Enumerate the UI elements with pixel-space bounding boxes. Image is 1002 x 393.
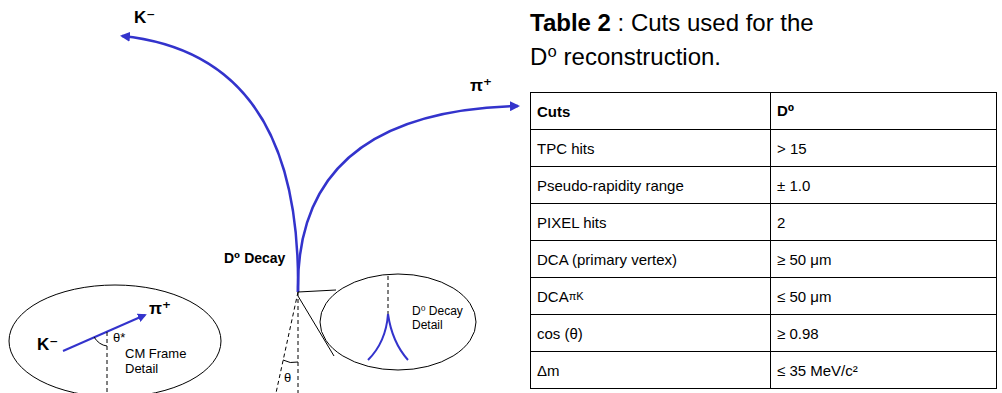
table-cell: > 15 — [770, 129, 997, 167]
table-value: ≥ 0.98 — [777, 325, 819, 342]
detail-caption: CM Frame Detail — [125, 347, 191, 377]
column-header: D⁰ — [777, 102, 794, 120]
ellipse-outline — [318, 272, 478, 372]
particle-label: π⁺ — [149, 299, 171, 319]
angle-arc — [283, 360, 298, 363]
table-cell: DCAπK — [530, 277, 771, 315]
table-value: DCA (primary vertex) — [537, 251, 677, 268]
table-header-cell: Cuts — [530, 92, 771, 130]
column-header: Cuts — [537, 103, 570, 120]
detail-ellipse: K⁻ π⁺ θ*CM Frame Detail — [7, 285, 223, 393]
table-caption: Table 2 : Cuts used for the D⁰ reconstru… — [530, 6, 830, 74]
table-cell: Δm — [530, 351, 771, 389]
zoom-line — [298, 296, 334, 356]
table-value: 2 — [777, 214, 785, 231]
table-value: Pseudo-rapidity range — [537, 177, 684, 194]
particle-label: K⁻ — [37, 335, 58, 355]
table-value: Δm — [537, 362, 560, 379]
table-value: TPC hits — [537, 140, 595, 157]
subscript: πK — [569, 290, 584, 302]
angle-label: θ — [284, 371, 291, 386]
table-value: cos (θ) — [537, 325, 583, 342]
table-number: Table 2 — [530, 9, 611, 36]
table-cell: ≥ 0.98 — [770, 314, 997, 352]
flight-line — [276, 292, 298, 393]
angle-arc — [94, 337, 107, 346]
ellipse-outline — [320, 274, 476, 370]
vertex-label: D⁰ Decay — [224, 250, 285, 266]
table-cell: TPC hits — [530, 129, 771, 167]
table-cell: ≤ 50 μm — [770, 277, 997, 315]
detail-ellipse: D⁰ Decay Detail — [318, 272, 478, 372]
track-stub — [368, 314, 388, 360]
reference-line — [107, 332, 108, 393]
decay-axis — [63, 315, 145, 351]
table-value: ≤ 35 MeV/c² — [777, 362, 858, 379]
table-value: ≤ 50 μm — [777, 288, 831, 305]
ellipse-outline — [9, 285, 221, 393]
table-cell: PIXEL hits — [530, 203, 771, 241]
table-cell: cos (θ) — [530, 314, 771, 352]
zoom-line — [298, 290, 336, 292]
table-cell: Pseudo-rapidity range — [530, 166, 771, 204]
beam-line — [298, 292, 299, 393]
detail-caption: D⁰ Decay Detail — [412, 305, 468, 333]
flight-line — [388, 276, 389, 314]
table-cell: 2 — [770, 203, 997, 241]
particle-label: π⁺ — [470, 76, 492, 96]
table-value: PIXEL hits — [537, 214, 606, 231]
table-value: > 15 — [777, 140, 807, 157]
table-value: DCA — [537, 288, 569, 305]
angle-label: θ* — [113, 331, 125, 346]
track-stub — [388, 314, 408, 360]
table-cell: ≤ 35 MeV/c² — [770, 351, 997, 389]
table-value: ± 1.0 — [777, 177, 810, 194]
pion-track — [298, 106, 518, 292]
table-header-cell: D⁰ — [770, 92, 997, 130]
kaon-track — [122, 36, 298, 292]
table-cell: ≥ 50 μm — [770, 240, 997, 278]
table-value: ≥ 50 μm — [777, 251, 831, 268]
particle-label: K⁻ — [134, 8, 155, 28]
table-cell: ± 1.0 — [770, 166, 997, 204]
table-cell: DCA (primary vertex) — [530, 240, 771, 278]
